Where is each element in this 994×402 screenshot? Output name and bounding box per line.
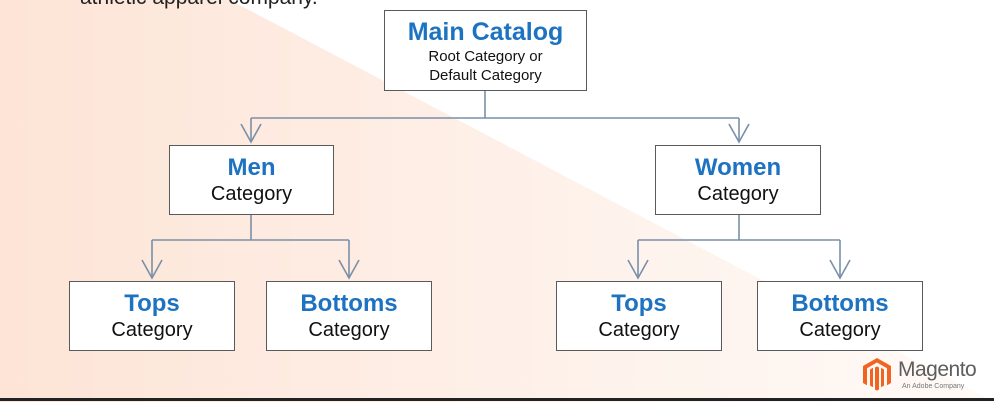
- magento-brand: Magento An Adobe Company: [862, 355, 984, 397]
- magento-logo-icon: [863, 358, 891, 391]
- brand-name: Magento: [898, 358, 977, 381]
- node-men-bottoms-subtitle: Category: [308, 319, 390, 341]
- arrowhead-men-bottoms: [338, 259, 360, 280]
- node-women-bottoms: Bottoms Category: [757, 281, 923, 351]
- node-men-title: Men: [227, 154, 276, 181]
- node-women-tops-title: Tops: [611, 290, 667, 317]
- node-men: Men Category: [169, 145, 334, 215]
- node-men-tops: Tops Category: [69, 281, 235, 351]
- node-women-tops: Tops Category: [556, 281, 722, 351]
- brand-tagline: An Adobe Company: [902, 383, 965, 390]
- arrowhead-women-tops: [627, 259, 649, 280]
- node-men-tops-title: Tops: [124, 290, 180, 317]
- node-men-subtitle: Category: [210, 183, 293, 205]
- node-women-bottoms-title: Bottoms: [791, 290, 889, 317]
- node-men-bottoms: Bottoms Category: [266, 281, 432, 351]
- node-main-catalog-subtitle-line2: Default Category: [429, 66, 542, 84]
- bottom-rule: [0, 398, 994, 401]
- arrowhead-women-bottoms: [829, 259, 851, 280]
- arrowhead-men-tops: [141, 259, 163, 280]
- arrowhead-women: [728, 123, 750, 144]
- node-women-title: Women: [694, 154, 782, 181]
- node-women-bottoms-subtitle: Category: [799, 319, 881, 341]
- node-main-catalog: Main Catalog Root Category or Default Ca…: [384, 10, 587, 91]
- node-main-catalog-subtitle-line1: Root Category or: [428, 47, 543, 65]
- node-women: Women Category: [655, 145, 821, 215]
- node-women-tops-subtitle: Category: [598, 319, 680, 341]
- node-main-catalog-title: Main Catalog: [407, 17, 564, 46]
- node-men-bottoms-title: Bottoms: [300, 290, 398, 317]
- arrowhead-men: [240, 123, 262, 144]
- intro-text: athletic apparel company.: [80, 0, 318, 10]
- node-men-tops-subtitle: Category: [111, 319, 193, 341]
- node-women-subtitle: Category: [697, 183, 779, 205]
